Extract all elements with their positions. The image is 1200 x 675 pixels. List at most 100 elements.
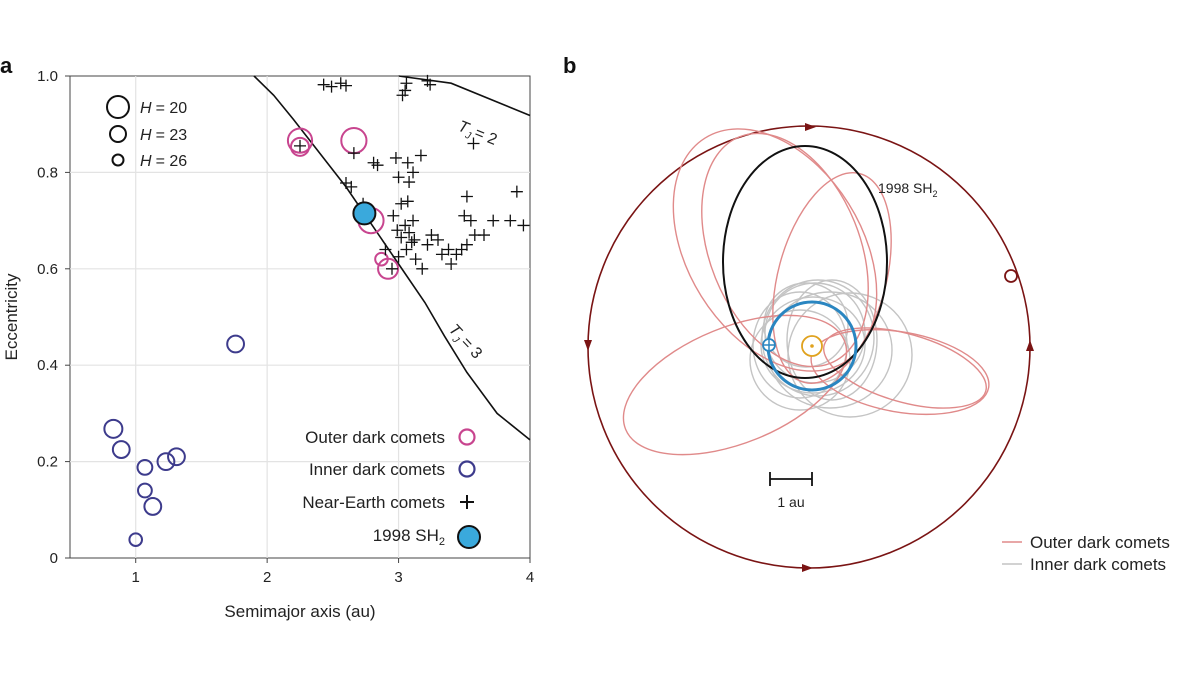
inner-comet-orbits	[749, 279, 913, 418]
category-legend: Outer dark comets Inner dark comets Near…	[302, 428, 481, 549]
near-earth-comet-marker	[396, 89, 409, 102]
near-earth-comet-marker	[403, 176, 416, 189]
y-tick-label: 0.2	[37, 454, 58, 471]
data-points-a	[103, 74, 530, 547]
y-tick-label: 0.8	[37, 164, 58, 181]
near-earth-comet-marker	[487, 214, 500, 227]
inner-orbit	[752, 291, 848, 399]
size-legend-h20-marker	[106, 95, 130, 119]
inner-orbit	[749, 309, 851, 411]
inner-dark-comet-marker	[156, 452, 176, 472]
near-earth-comet-marker	[407, 166, 420, 179]
inner-orbit	[763, 282, 849, 368]
near-earth-comet-marker	[347, 147, 360, 160]
legend-outer-marker	[458, 428, 476, 446]
outer-comet-orbits	[622, 128, 990, 456]
legend-sh2-marker	[457, 525, 481, 549]
near-earth-comet-marker	[403, 226, 416, 239]
size-legend-h26-label: H= 26	[140, 153, 187, 170]
y-axis-label: Eccentricity	[2, 273, 21, 360]
inner-orbit	[786, 279, 878, 401]
near-earth-comet-marker	[425, 229, 438, 242]
near-earth-comet-marker	[468, 229, 481, 242]
inner-dark-comet-marker	[103, 418, 124, 439]
legend-b-inner-label: Inner dark comets	[1030, 555, 1166, 574]
y-tick-label: 0	[50, 550, 58, 567]
near-earth-comet-marker	[401, 156, 414, 169]
jupiter-orbit-arrow-right	[1026, 340, 1034, 351]
near-earth-comet-marker	[424, 78, 437, 91]
near-earth-comet-marker	[416, 262, 429, 275]
plot-a-frame	[69, 75, 531, 559]
scale-bar-label: 1 au	[777, 494, 804, 510]
inner-dark-comet-marker	[111, 440, 131, 459]
near-earth-comet-marker	[510, 185, 523, 198]
outer-orbit	[622, 314, 848, 456]
near-earth-comet-marker	[395, 231, 408, 244]
near-earth-comet-marker	[392, 250, 405, 263]
near-earth-comet-marker	[325, 80, 338, 93]
near-earth-comet-marker	[391, 224, 404, 237]
near-earth-comet-marker	[442, 243, 455, 256]
inner-orbit	[761, 279, 875, 397]
jupiter-orbit-arrow-left	[584, 340, 592, 351]
near-earth-comet-marker	[392, 171, 405, 184]
near-earth-comet-marker	[407, 214, 420, 227]
near-earth-comet-marker	[399, 84, 412, 97]
near-earth-comet-marker	[387, 209, 400, 222]
near-earth-comet-marker	[421, 238, 434, 251]
y-tick-label: 0.4	[37, 357, 58, 374]
legend-inner-marker	[458, 460, 476, 478]
legend-outer-label: Outer dark comets	[305, 428, 445, 447]
legend-nec-marker	[460, 495, 474, 509]
near-earth-comet-marker	[400, 77, 413, 90]
inner-dark-comet-marker	[136, 458, 154, 476]
near-earth-comet-marker	[455, 243, 468, 256]
tj2-label: TJ= 2	[454, 118, 499, 152]
orbit-legend: Outer dark comets Inner dark comets	[1002, 533, 1170, 574]
size-legend: H= 20 H= 23 H= 26	[106, 95, 187, 170]
near-earth-comet-marker	[408, 233, 421, 246]
near-earth-comet-marker	[504, 214, 517, 227]
inner-dark-comet-marker	[143, 497, 163, 516]
x-axis-label: Semimajor axis (au)	[224, 602, 375, 621]
y-tick-label: 1.0	[37, 68, 58, 85]
near-earth-comet-marker	[460, 238, 473, 251]
inner-dark-comet-marker	[167, 447, 186, 467]
near-earth-comet-marker	[340, 79, 352, 92]
inner-dark-comet-marker	[137, 482, 153, 499]
size-legend-h26-marker	[111, 153, 125, 167]
near-earth-comet-marker	[432, 233, 444, 246]
near-earth-comet-marker	[400, 243, 413, 256]
near-earth-comet-marker	[414, 149, 427, 162]
grid-a	[70, 76, 530, 558]
x-tick-label: 4	[526, 569, 534, 586]
orbit-diagram-b: 1998 SH2 1 au Outer dark comets Inner da…	[584, 123, 1170, 574]
outer-dark-comet-marker	[286, 127, 314, 154]
near-earth-comet-marker	[389, 151, 402, 164]
size-legend-h20-label: H= 20	[140, 100, 187, 117]
scale-bar: 1 au	[769, 472, 813, 510]
sh2-marker	[352, 201, 377, 226]
near-earth-comet-marker	[395, 197, 408, 210]
legend-nec-label: Near-Earth comets	[302, 493, 445, 512]
sh2-orbit-label: 1998 SH2	[878, 180, 938, 199]
near-earth-comet-marker	[345, 180, 358, 193]
outer-orbit	[672, 128, 878, 372]
panel-b-label: b	[563, 53, 576, 78]
near-earth-comet-marker	[435, 248, 448, 261]
size-legend-h23-label: H= 23	[140, 127, 187, 144]
near-earth-comet-marker	[467, 137, 480, 150]
near-earth-comet-marker	[464, 214, 477, 227]
jupiter-orbit-arrow-top	[805, 123, 816, 131]
near-earth-comet-marker	[409, 253, 422, 266]
jupiter-marker	[1004, 269, 1018, 283]
earth-icon	[762, 338, 776, 352]
near-earth-comet-marker	[450, 248, 463, 261]
tj-curve	[398, 75, 531, 117]
near-earth-comet-marker	[517, 219, 530, 232]
near-earth-comet-marker	[317, 78, 330, 91]
